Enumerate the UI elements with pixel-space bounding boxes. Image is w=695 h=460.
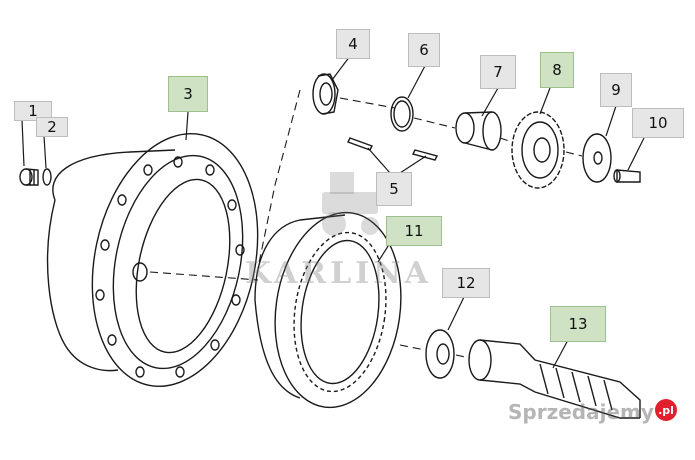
callout-8: 8 xyxy=(540,52,574,88)
part-11-ring-gear xyxy=(254,211,402,409)
watermark-site-badge: .pl xyxy=(655,399,677,421)
part-12-washer xyxy=(425,329,455,379)
callout-9: 9 xyxy=(600,73,632,107)
part-10-cap-screw xyxy=(613,169,641,183)
callout-6: 6 xyxy=(408,33,440,67)
callout-10: 10 xyxy=(632,108,684,138)
callout-5: 5 xyxy=(376,172,412,206)
part-1-bolt xyxy=(19,168,39,186)
part-6-snap-ring xyxy=(390,96,414,132)
alignment-lines xyxy=(149,89,583,359)
part-5-pins xyxy=(347,137,439,161)
part-7-bushing xyxy=(455,111,502,151)
watermark-site-text: Sprzedajemy xyxy=(508,400,654,424)
part-3-hub-housing xyxy=(46,132,259,388)
callout-12: 12 xyxy=(442,268,490,298)
callout-7: 7 xyxy=(480,55,516,89)
callout-11: 11 xyxy=(386,216,442,246)
part-9-thrust-washer xyxy=(582,133,612,183)
part-2-o-ring xyxy=(42,168,52,186)
callout-13: 13 xyxy=(550,306,606,342)
callout-3: 3 xyxy=(168,76,208,112)
callout-2: 2 xyxy=(36,117,68,137)
leader-lines xyxy=(21,55,645,369)
watermark-brand-text: KARLINA xyxy=(245,256,432,291)
watermark-tractor-logo xyxy=(322,172,379,236)
part-13-axle-shaft xyxy=(468,339,641,419)
part-8-sun-gear xyxy=(511,111,565,189)
callout-4: 4 xyxy=(336,29,370,59)
callout-1: 1 xyxy=(14,101,52,121)
part-4-seal xyxy=(312,73,339,115)
